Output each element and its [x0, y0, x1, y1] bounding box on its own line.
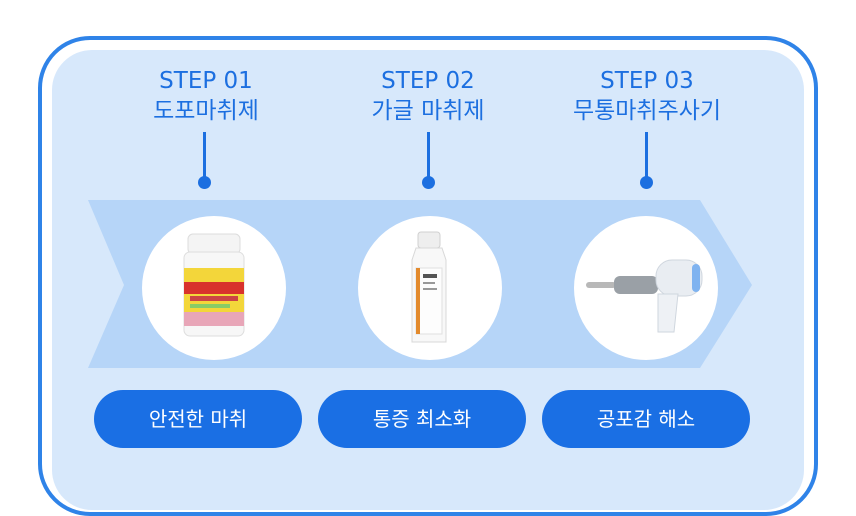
step-3-heading: STEP 03 무통마취주사기 — [537, 66, 757, 126]
step-2-image — [358, 216, 502, 360]
step-1-connector — [203, 132, 206, 180]
step-2-heading: STEP 02 가글 마취제 — [318, 66, 538, 126]
step-1-number: STEP 01 — [159, 68, 253, 94]
step-2-number: STEP 02 — [381, 68, 475, 94]
step-1-dot — [198, 176, 211, 189]
step-3-title: 무통마취주사기 — [572, 98, 722, 124]
step-2-title: 가글 마취제 — [371, 98, 485, 124]
step-3-number: STEP 03 — [600, 68, 694, 94]
step-1-heading: STEP 01 도포마취제 — [96, 66, 316, 126]
gargle-anesthetic-bottle-icon — [411, 231, 447, 343]
step-2-dot — [422, 176, 435, 189]
step-3-badge: 공포감 해소 — [542, 390, 750, 448]
topical-anesthetic-jar-icon — [183, 233, 245, 337]
step-3-connector — [645, 132, 648, 180]
step-3-dot — [640, 176, 653, 189]
step-2-badge: 통증 최소화 — [318, 390, 526, 448]
step-1-badge: 안전한 마취 — [94, 390, 302, 448]
step-1-title: 도포마취제 — [153, 98, 259, 124]
step-3-image — [574, 216, 718, 360]
step-2-connector — [427, 132, 430, 180]
step-1-image — [142, 216, 286, 360]
painless-injector-device-icon — [586, 259, 703, 333]
